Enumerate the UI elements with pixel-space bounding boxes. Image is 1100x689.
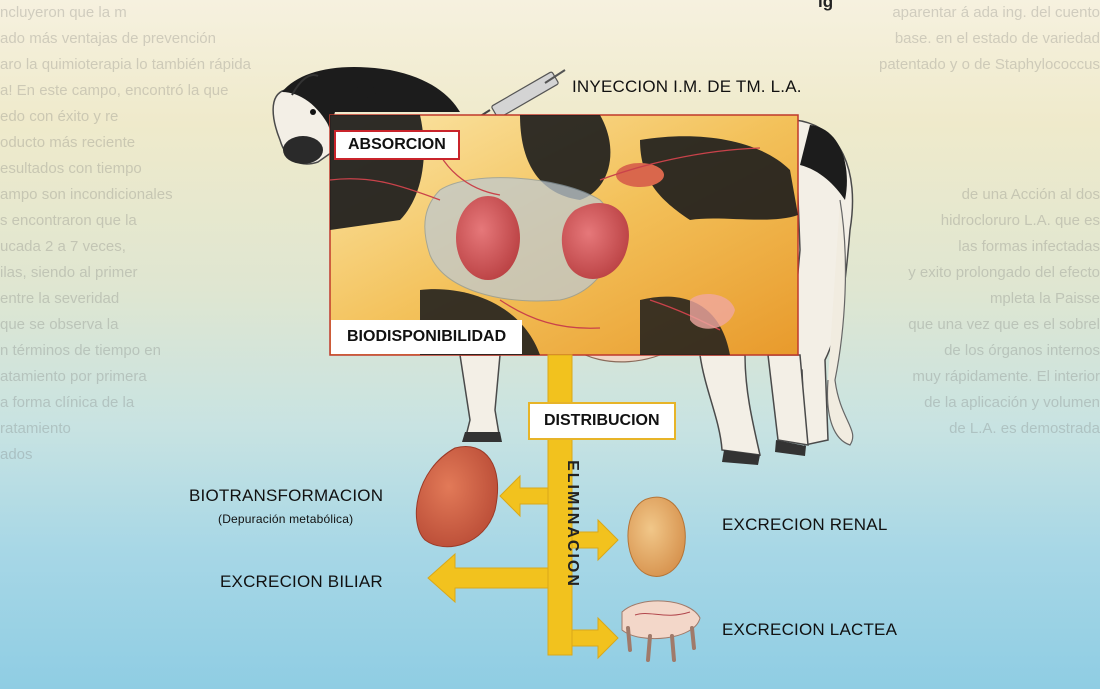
arrow-biotransformation bbox=[500, 476, 548, 516]
renal-excretion-label: EXCRECION RENAL bbox=[722, 515, 887, 535]
elimination-label: ELIMINACION bbox=[563, 460, 581, 588]
metabolic-clearance-note: (Depuración metabólica) bbox=[218, 512, 353, 526]
absorption-label: ABSORCION bbox=[334, 130, 460, 160]
bioavailability-label: BIODISPONIBILIDAD bbox=[331, 320, 522, 354]
heart-organ bbox=[456, 196, 520, 280]
distribution-label: DISTRIBUCION bbox=[528, 402, 676, 440]
liver-icon bbox=[416, 447, 497, 547]
kidney-icon bbox=[628, 497, 685, 576]
injection-label: INYECCION I.M. DE TM. L.A. bbox=[572, 77, 802, 97]
lacteal-excretion-label: EXCRECION LACTEA bbox=[722, 620, 897, 640]
arrow-lacteal bbox=[572, 618, 618, 658]
arrow-biliary bbox=[428, 554, 548, 602]
biliary-excretion-label: EXCRECION BILIAR bbox=[220, 572, 383, 592]
udder-icon bbox=[622, 601, 700, 660]
biotransformation-label: BIOTRANSFORMACION bbox=[189, 486, 383, 506]
